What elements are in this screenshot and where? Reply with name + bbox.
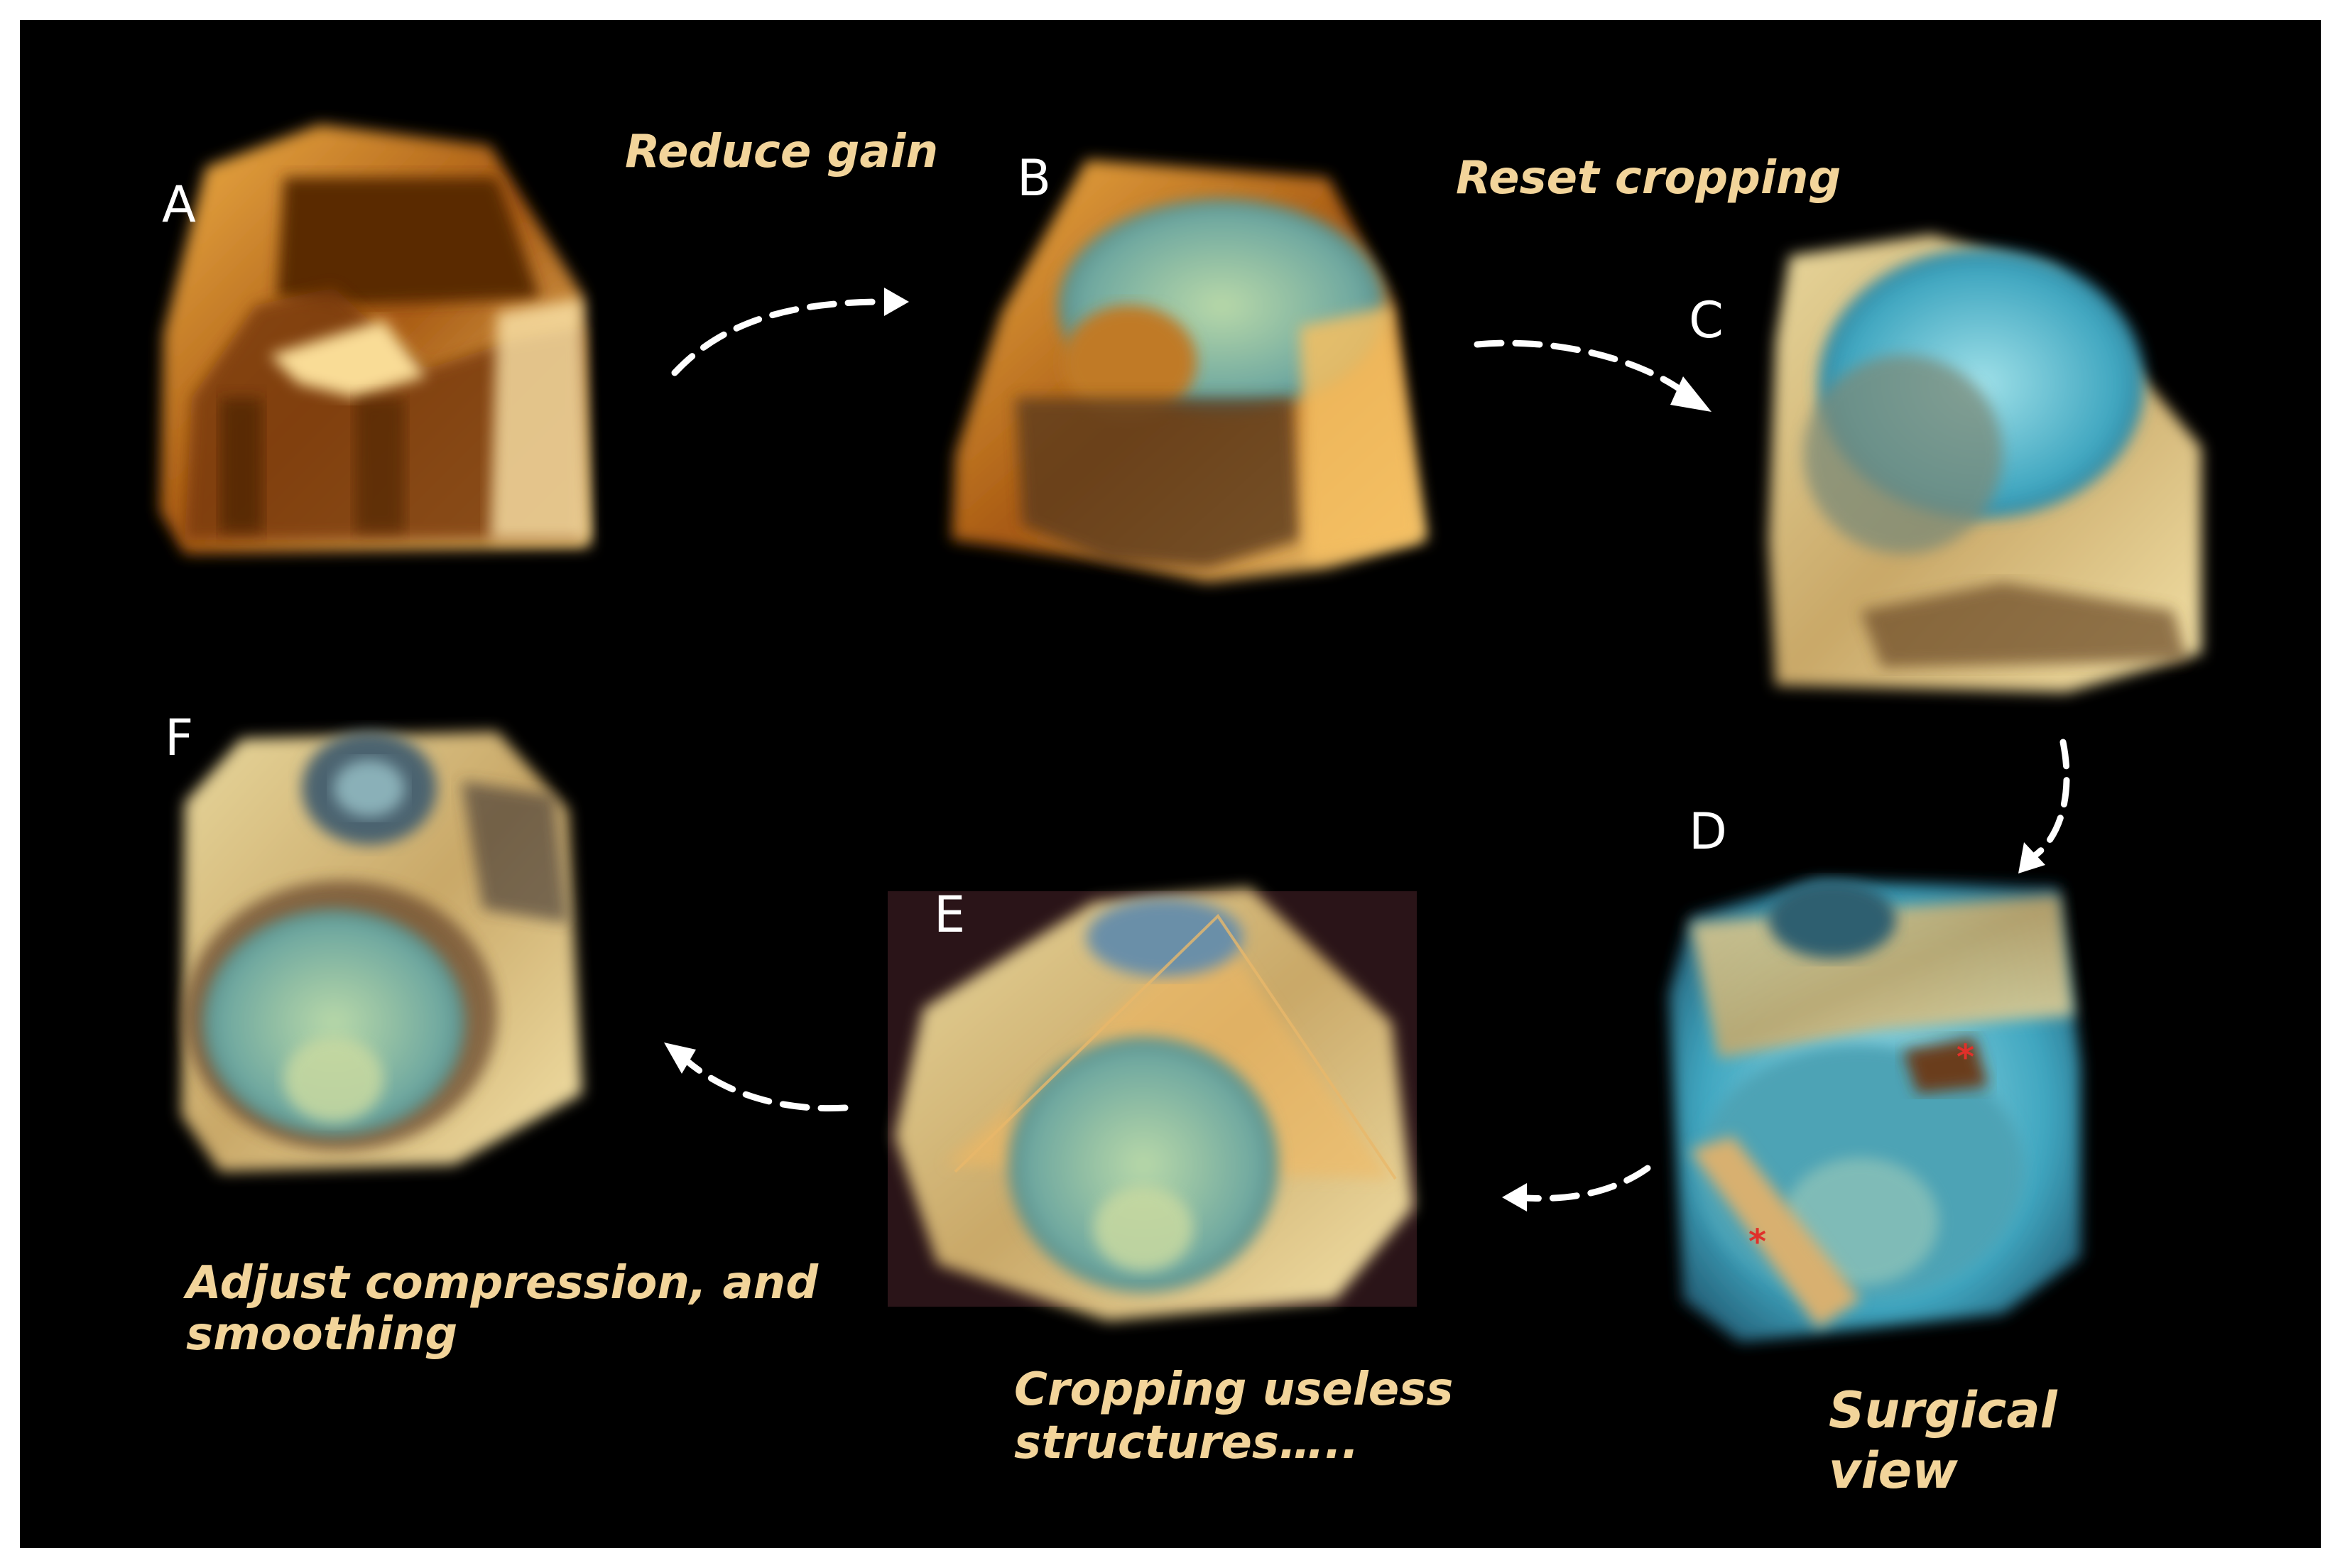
- marker-asterisk-lower: *: [1748, 1222, 1766, 1262]
- panel-c-label: C: [1689, 291, 1724, 349]
- arrow-d-to-e: [1502, 1165, 1651, 1212]
- step-adjust-line2: smoothing: [186, 1308, 457, 1361]
- panel-a-label: A: [162, 175, 196, 234]
- step-reduce-gain: Reduce gain: [625, 126, 938, 178]
- panel-d-label: D: [1689, 802, 1727, 861]
- step-reset-cropping: Reset cropping: [1456, 152, 1841, 205]
- step-adjust-line1: Adjust compression, and: [183, 1257, 819, 1310]
- step-surgical-view-line1: Surgical: [1829, 1381, 2058, 1439]
- panel-b-label: B: [1017, 149, 1051, 207]
- panel-c-image: [1768, 234, 2202, 692]
- arrow-e-to-f: [664, 1042, 849, 1112]
- arrow-c-to-d: [2018, 739, 2070, 873]
- step-cropping-line1: Cropping useless: [1014, 1363, 1453, 1416]
- panel-b-image: [952, 160, 1427, 582]
- panel-f-label: F: [165, 709, 193, 767]
- panel-e-label: E: [934, 886, 965, 944]
- panel-a-image: [160, 124, 589, 554]
- panel-d-image: [1669, 881, 2081, 1342]
- arrow-a-to-b: [671, 288, 909, 376]
- step-surgical-view-line2: view: [1829, 1442, 1958, 1500]
- marker-asterisk-upper: *: [1957, 1038, 1974, 1077]
- arrow-b-to-c: [1474, 339, 1712, 412]
- panel-e-image: [888, 888, 1417, 1321]
- step-cropping-line2: structures…..: [1014, 1417, 1359, 1469]
- panel-f-image: [181, 731, 582, 1172]
